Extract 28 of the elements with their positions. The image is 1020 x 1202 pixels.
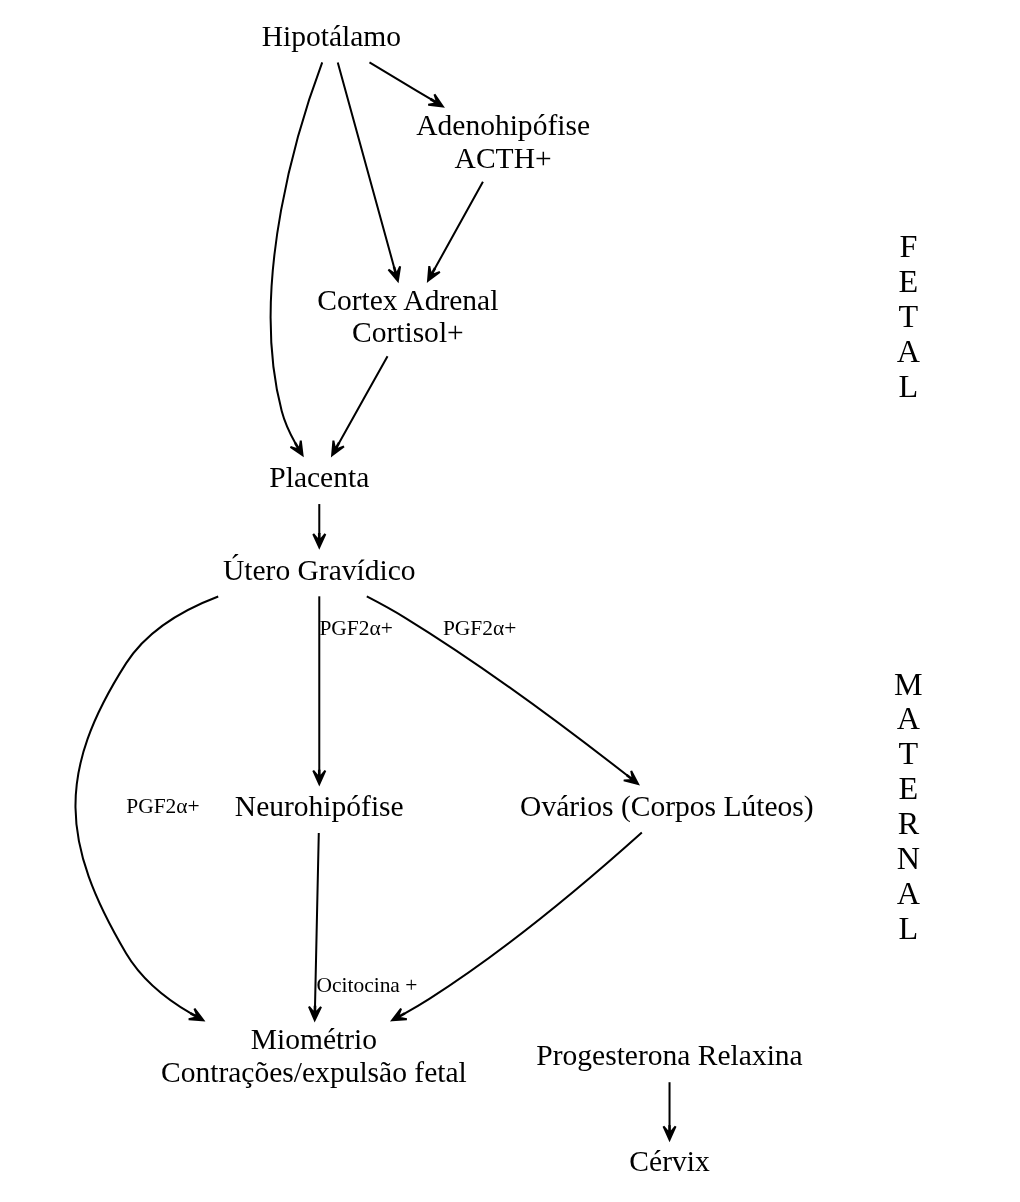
- edge-label: Ocitocina +: [316, 972, 418, 997]
- node-text: Neurohipófise: [234, 789, 404, 822]
- arrow: [368, 61, 444, 108]
- node-text: Ovários (Corpos Lúteos): [520, 789, 814, 822]
- node-text: Progesterona Relaxina: [536, 1039, 803, 1072]
- edge-label: PGF2α+: [442, 615, 517, 640]
- arrow: [391, 831, 643, 1022]
- node-text: Adenohipófise ACTH+: [416, 109, 591, 174]
- arrow: [307, 832, 323, 1022]
- label: MATERNAL: [894, 665, 923, 946]
- node-text: Hipotálamo: [261, 19, 402, 52]
- node-text: Cortex Adrenal Cortisol+: [317, 283, 499, 349]
- arrow: [331, 355, 389, 457]
- node-text: Útero Gravídico: [222, 553, 416, 586]
- edge-label: PGF2α+: [126, 794, 200, 819]
- node-text: Placenta: [269, 461, 370, 494]
- label: FETAL: [896, 228, 921, 404]
- node-text: Miométrio Contrações/expulsão fetal: [161, 1023, 467, 1088]
- arrow: [336, 62, 402, 282]
- arrow: [662, 1082, 677, 1141]
- arrow: [269, 62, 324, 457]
- node-text: Cérvix: [629, 1145, 710, 1178]
- arrow: [427, 181, 484, 282]
- arrow: [312, 596, 327, 786]
- arrow: [366, 595, 640, 785]
- arrow: [312, 504, 327, 549]
- edge-label: PGF2α+: [319, 615, 393, 640]
- arrow: [74, 595, 219, 1022]
